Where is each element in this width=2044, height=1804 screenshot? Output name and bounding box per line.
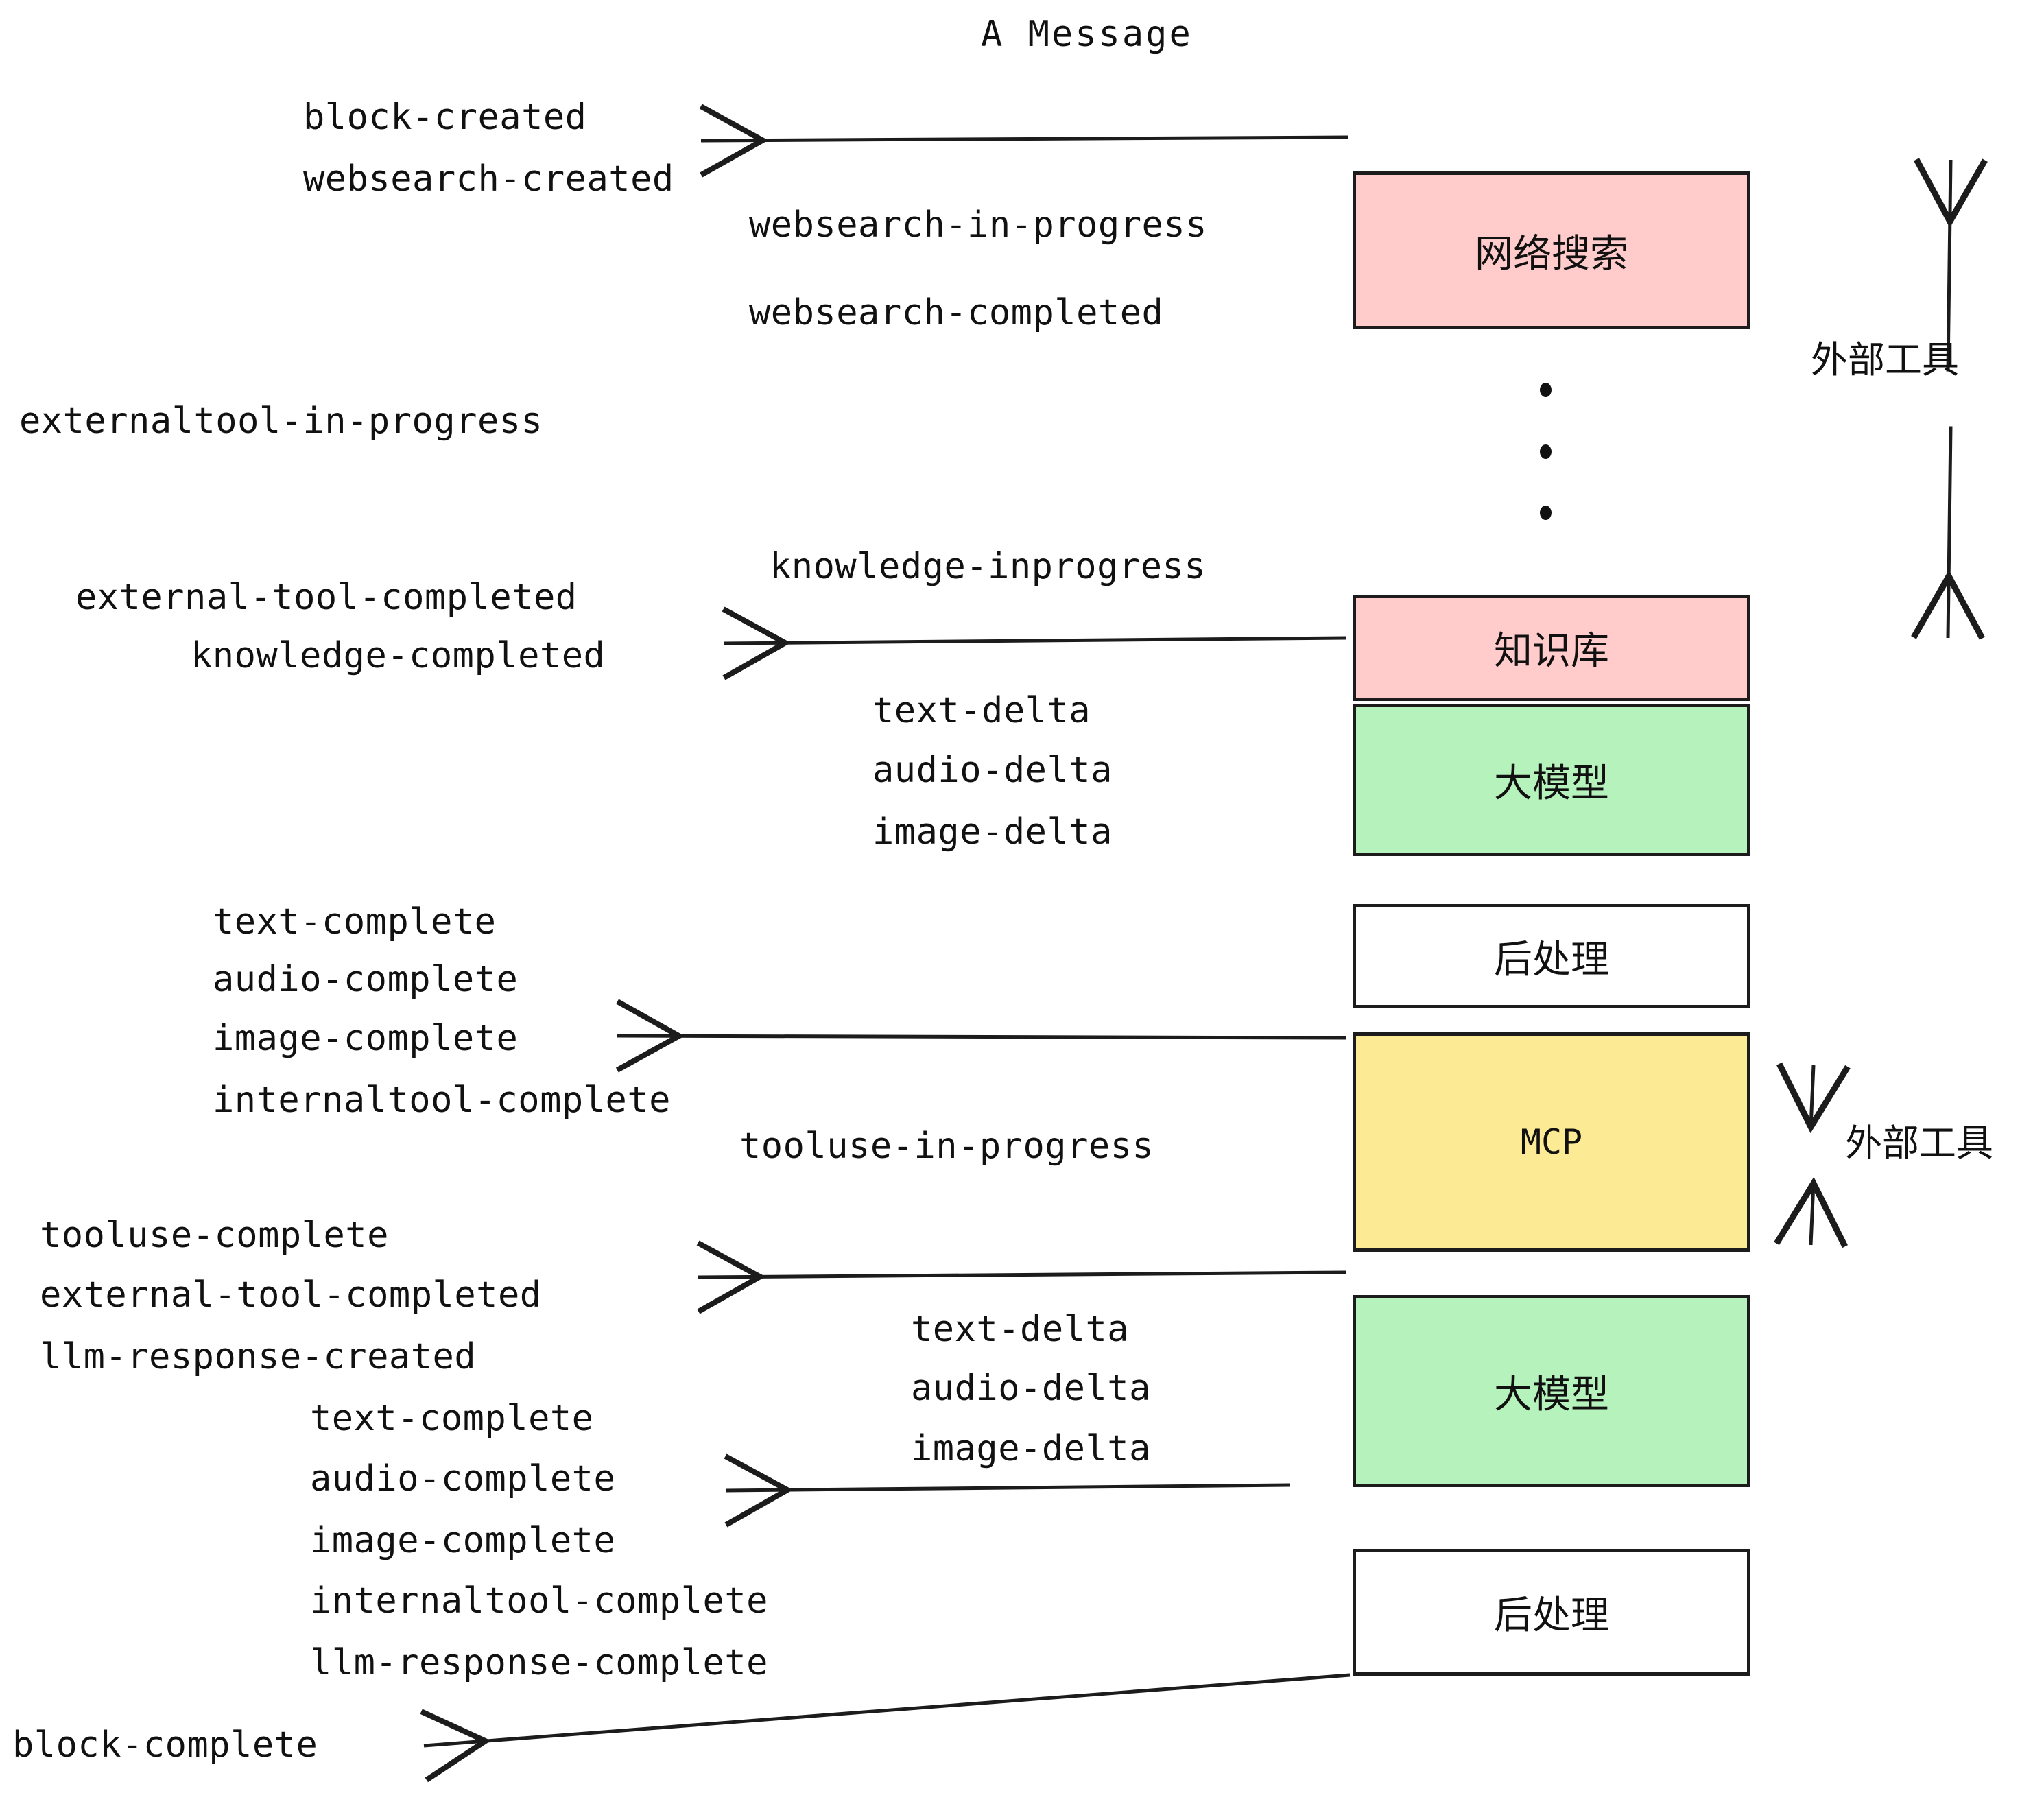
node-postproc-1[interactable]: 后处理	[1353, 904, 1750, 1008]
event-label-text-delta-1: text-delta	[872, 690, 1091, 731]
node-label: 知识库	[1494, 629, 1609, 674]
event-label-llm-response-created: llm-response-created	[40, 1336, 477, 1377]
event-label-llm-response-complete: llm-response-complete	[310, 1642, 768, 1683]
event-label-text-complete-2: text-complete	[310, 1398, 594, 1439]
node-label: MCP	[1520, 1122, 1583, 1162]
event-label-knowledge-completed: knowledge-completed	[191, 635, 606, 676]
node-label: 大模型	[1494, 1372, 1609, 1417]
side-label-external-tool-bottom: 外部工具	[1845, 1121, 1993, 1165]
event-label-websearch-created: websearch-created	[303, 158, 674, 200]
event-label-tooluse-complete: tooluse-complete	[40, 1215, 389, 1256]
side-label-external-tool-top: 外部工具	[1811, 338, 1959, 381]
node-mcp[interactable]: MCP	[1353, 1032, 1750, 1252]
ellipsis-dot	[1540, 444, 1552, 459]
event-label-audio-delta-2: audio-delta	[911, 1368, 1151, 1409]
node-label: 网络搜索	[1475, 231, 1628, 276]
node-label: 后处理	[1494, 937, 1609, 982]
event-label-audio-complete-2: audio-complete	[310, 1458, 616, 1499]
event-label-image-delta-2: image-delta	[911, 1428, 1151, 1469]
ellipsis-dot	[1540, 506, 1552, 520]
node-websearch[interactable]: 网络搜索	[1353, 171, 1750, 329]
vertical-ellipsis-icon	[1540, 383, 1552, 520]
event-label-externaltool-in-progress: externaltool-in-progress	[19, 401, 543, 442]
event-label-websearch-completed: websearch-completed	[749, 292, 1164, 333]
event-label-external-tool-completed-2: external-tool-completed	[40, 1274, 542, 1316]
event-label-websearch-in-progress: websearch-in-progress	[749, 204, 1207, 246]
external-tool-range-bottom-up-arrow	[1776, 1062, 1851, 1134]
event-label-block-created: block-created	[303, 97, 587, 138]
event-label-image-delta-1: image-delta	[872, 811, 1113, 853]
node-label: 后处理	[1494, 1593, 1609, 1638]
event-label-external-tool-completed-1: external-tool-completed	[75, 577, 578, 618]
event-label-knowledge-inprogress: knowledge-inprogress	[770, 546, 1207, 587]
event-label-tooluse-in-progress: tooluse-in-progress	[739, 1126, 1154, 1167]
arrow-audio-complete	[724, 1453, 1290, 1528]
node-postproc-2[interactable]: 后处理	[1353, 1549, 1750, 1676]
node-label: 大模型	[1494, 761, 1609, 806]
node-llm-1[interactable]: 大模型	[1353, 704, 1750, 856]
arrow-block-complete	[420, 1673, 1351, 1783]
external-tool-range-bottom-down-arrow	[1774, 1176, 1848, 1248]
external-tool-range-top-down-arrow	[1911, 426, 1985, 640]
event-label-text-complete-1: text-complete	[213, 901, 497, 942]
event-label-image-complete-2: image-complete	[310, 1520, 616, 1561]
node-llm-2[interactable]: 大模型	[1353, 1295, 1750, 1487]
event-label-image-complete-1: image-complete	[213, 1018, 519, 1059]
arrow-image-complete	[615, 999, 1346, 1073]
event-label-block-complete: block-complete	[12, 1724, 318, 1766]
event-label-text-delta-2: text-delta	[911, 1309, 1130, 1350]
ellipsis-dot	[1540, 383, 1552, 397]
event-label-audio-complete-1: audio-complete	[213, 959, 519, 1000]
event-label-internaltool-complete-2: internaltool-complete	[310, 1580, 768, 1622]
arrow-knowledge-completed	[722, 606, 1346, 680]
event-label-internaltool-complete-1: internaltool-complete	[213, 1080, 671, 1121]
diagram-title: A Message	[981, 14, 1193, 55]
arrow-tooluse-complete	[696, 1240, 1346, 1314]
node-knowledge[interactable]: 知识库	[1353, 595, 1750, 701]
arrow-block-created	[699, 104, 1348, 178]
event-label-audio-delta-1: audio-delta	[872, 750, 1113, 791]
